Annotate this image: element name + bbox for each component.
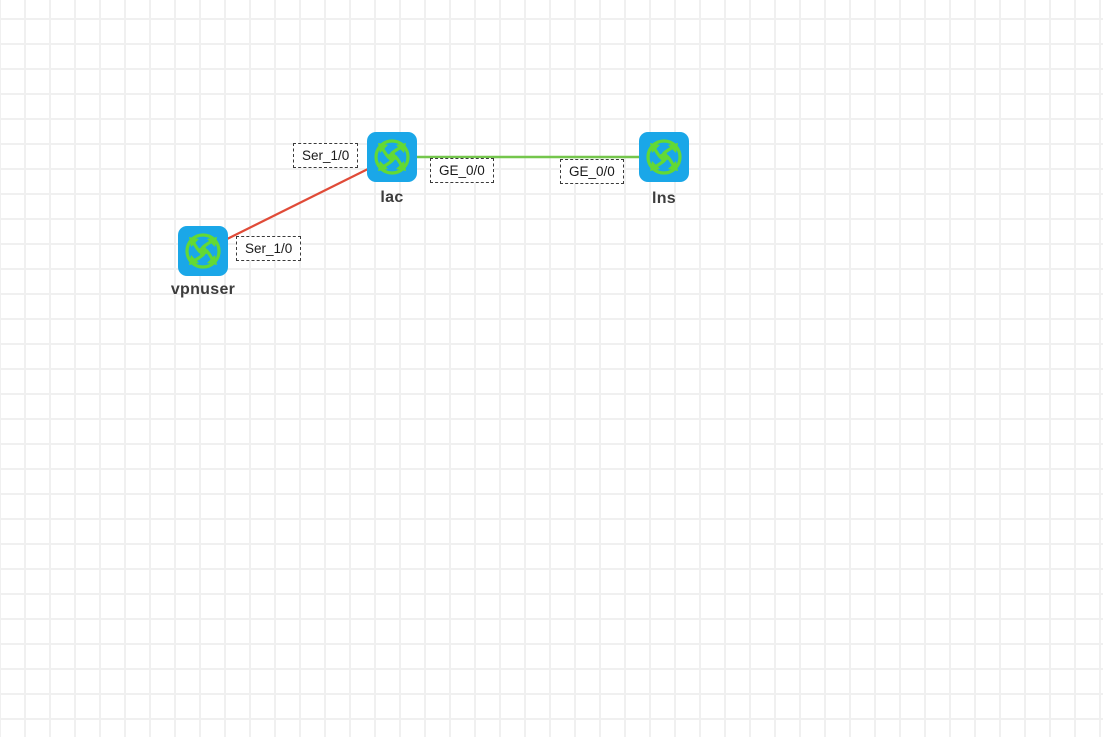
port-label-ser-1-0-lac: Ser_1/0 bbox=[293, 143, 359, 168]
port-label-ser-1-0-vpnuser: Ser_1/0 bbox=[236, 236, 302, 261]
router-icon[interactable] bbox=[367, 132, 417, 182]
node-label-lac: lac bbox=[380, 189, 404, 206]
port-label-ge-0-0-lac: GE_0/0 bbox=[430, 158, 494, 183]
node-lns bbox=[639, 132, 689, 182]
node-label-lns: lns bbox=[651, 190, 677, 207]
router-icon[interactable] bbox=[178, 226, 228, 276]
node-lac bbox=[367, 132, 417, 182]
port-label-ge-0-0-lns: GE_0/0 bbox=[560, 159, 624, 184]
router-icon[interactable] bbox=[639, 132, 689, 182]
node-vpnuser bbox=[178, 226, 228, 276]
node-label-vpnuser: vpnuser bbox=[170, 281, 236, 298]
link-vpnuser-lac[interactable] bbox=[202, 156, 393, 252]
